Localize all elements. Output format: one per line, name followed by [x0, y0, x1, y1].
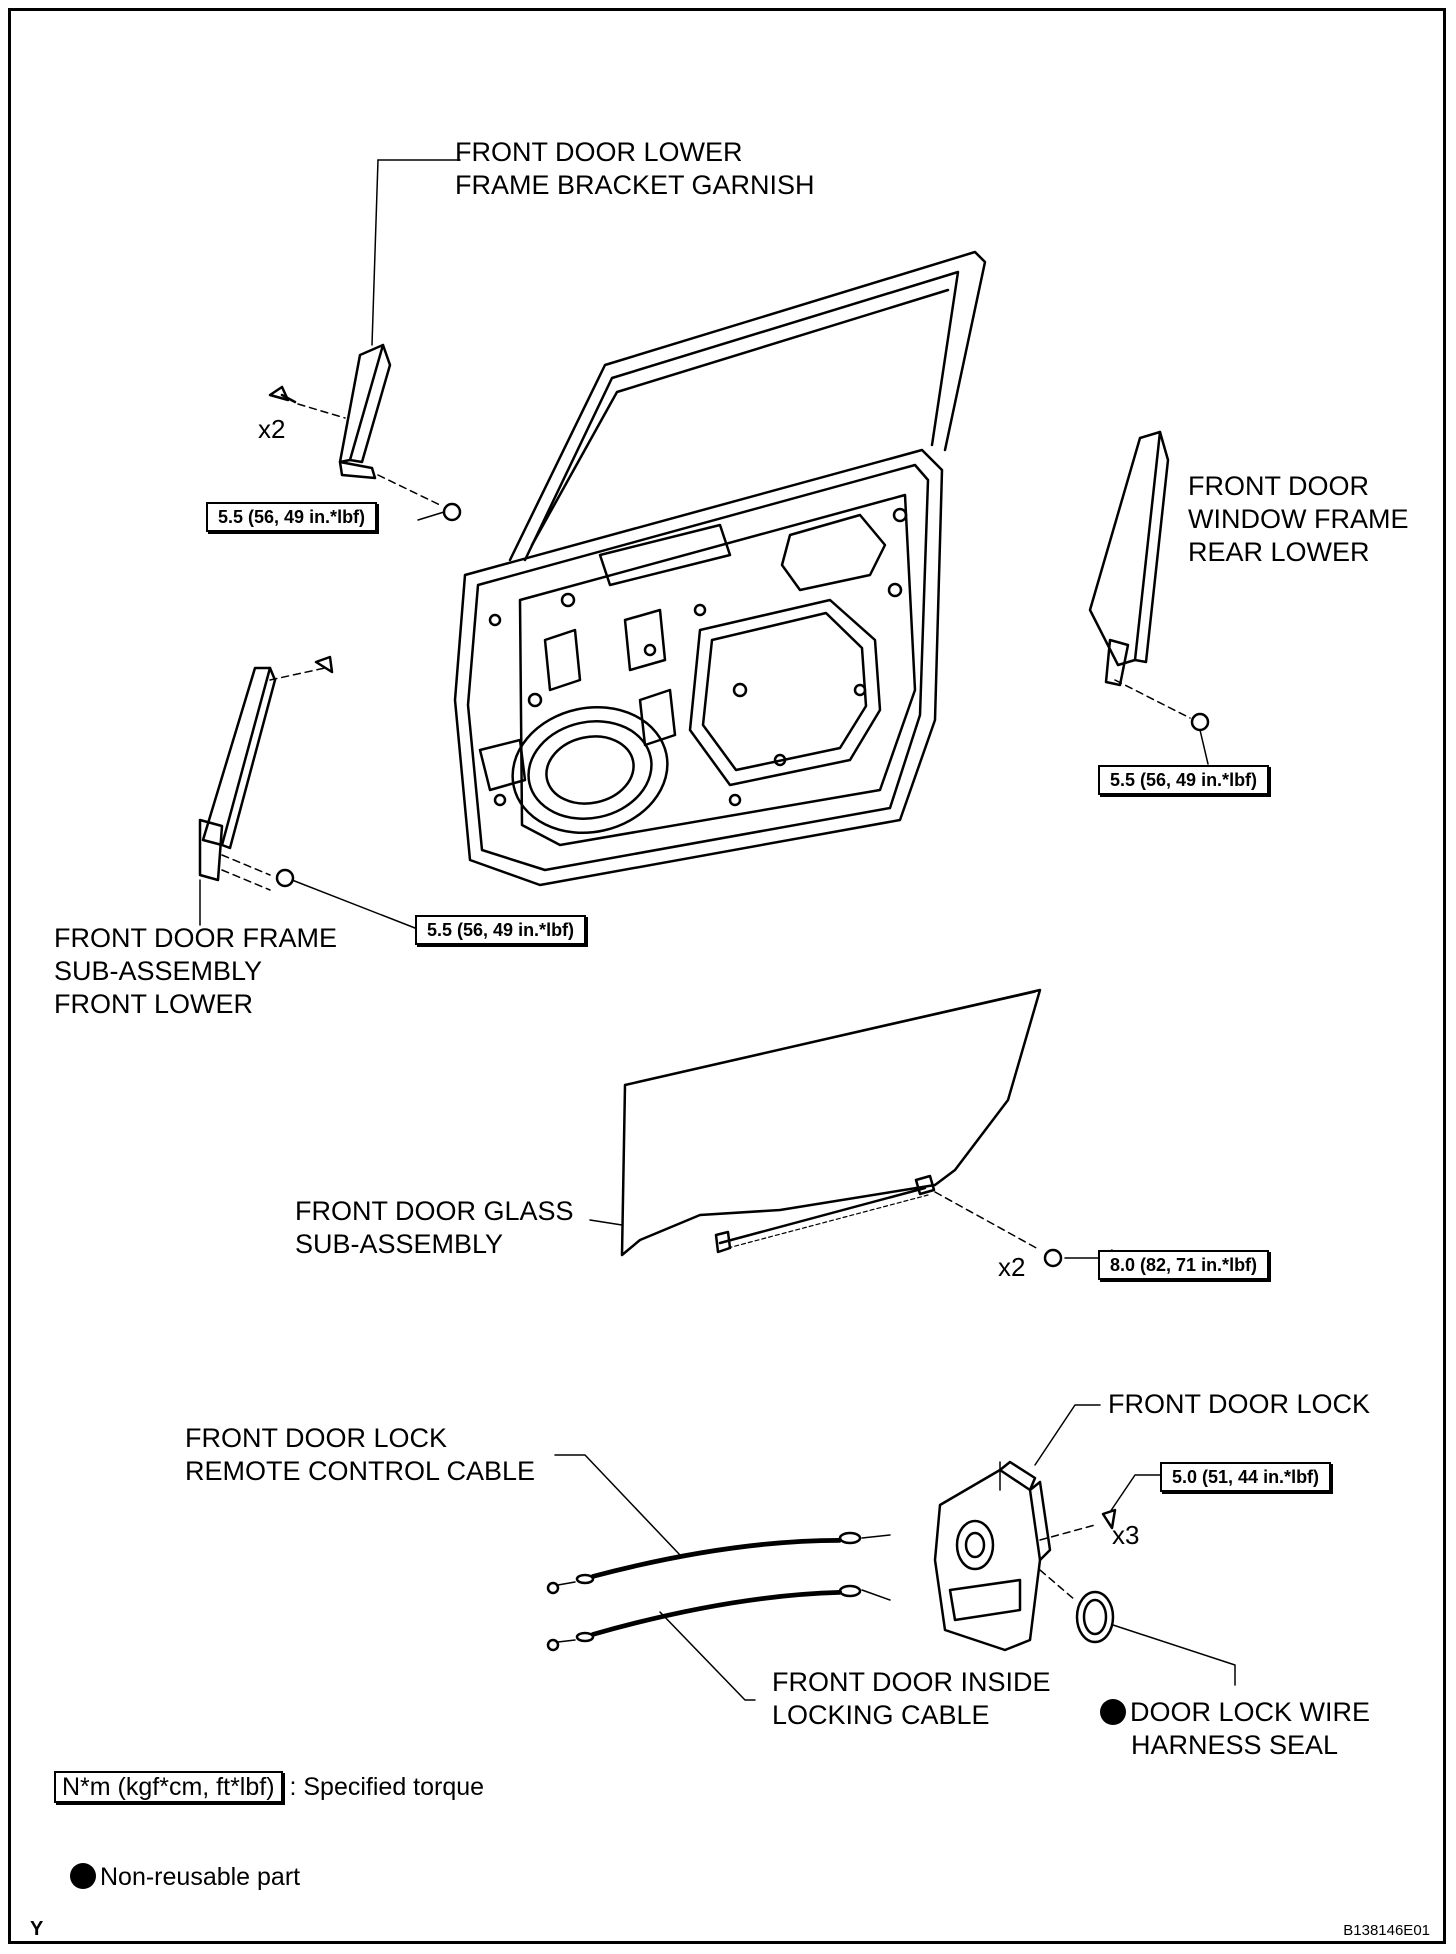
frame-sub-assembly-front-lower	[198, 655, 416, 929]
legend-torque-text: : Specified torque	[289, 1773, 485, 1801]
label-window-frame-rear-lower: FRONT DOOR WINDOW FRAME REAR LOWER	[1188, 471, 1409, 567]
legend-non-reusable: Non-reusable part	[70, 1860, 300, 1894]
qty-lock-screw: x3	[1112, 1520, 1140, 1550]
torque-garnish-bolt: 5.5 (56, 49 in.*lbf)	[206, 502, 378, 532]
torque-lock-screw: 5.0 (51, 44 in.*lbf)	[1160, 1462, 1332, 1492]
front-door-panel	[453, 250, 987, 887]
qty-garnish-screw: x2	[258, 414, 286, 444]
torque-front-lower-bolt: 5.5 (56, 49 in.*lbf)	[415, 915, 587, 945]
torque-rear-lower-bolt: 5.5 (56, 49 in.*lbf)	[1098, 765, 1270, 795]
label-frame-sub-assembly-front-lower: FRONT DOOR FRAME SUB-ASSEMBLY FRONT LOWE…	[54, 923, 337, 1019]
torque-glass-bolt: 8.0 (82, 71 in.*lbf)	[1098, 1250, 1270, 1280]
legend-torque: N*m (kgf*cm, ft*lbf) : Specified torque	[54, 1770, 484, 1804]
lower-frame-bracket-garnish	[338, 159, 461, 480]
label-inside-locking-cable: FRONT DOOR INSIDE LOCKING CABLE	[772, 1667, 1051, 1730]
garnish-bolt	[377, 474, 462, 522]
corner-mark-left: Y	[30, 1918, 44, 1940]
window-frame-rear-lower	[1088, 430, 1210, 765]
label-lower-frame-bracket-garnish: FRONT DOOR LOWER FRAME BRACKET GARNISH	[455, 137, 815, 200]
label-remote-control-cable: FRONT DOOR LOCK REMOTE CONTROL CABLE	[185, 1423, 536, 1486]
non-reusable-icon	[70, 1863, 96, 1889]
label-wire-harness-seal: DOOR LOCK WIRE HARNESS SEAL	[1100, 1696, 1370, 1762]
garnish-screw	[268, 385, 346, 419]
front-door-lock	[933, 1404, 1161, 1652]
label-front-door-lock: FRONT DOOR LOCK	[1108, 1389, 1371, 1419]
door-glass-sub-assembly	[589, 988, 1063, 1268]
lock-cables	[546, 1454, 891, 1701]
legend-torque-box: N*m (kgf*cm, ft*lbf)	[54, 1771, 283, 1803]
non-reusable-icon	[1100, 1699, 1126, 1725]
wire-harness-seal	[1075, 1590, 1236, 1686]
qty-glass-bolt: x2	[998, 1252, 1026, 1282]
diagram-frame	[8, 8, 1446, 1944]
label-door-glass-sub-assembly: FRONT DOOR GLASS SUB-ASSEMBLY	[295, 1196, 574, 1259]
figure-id: B138146E01	[1343, 1922, 1430, 1939]
